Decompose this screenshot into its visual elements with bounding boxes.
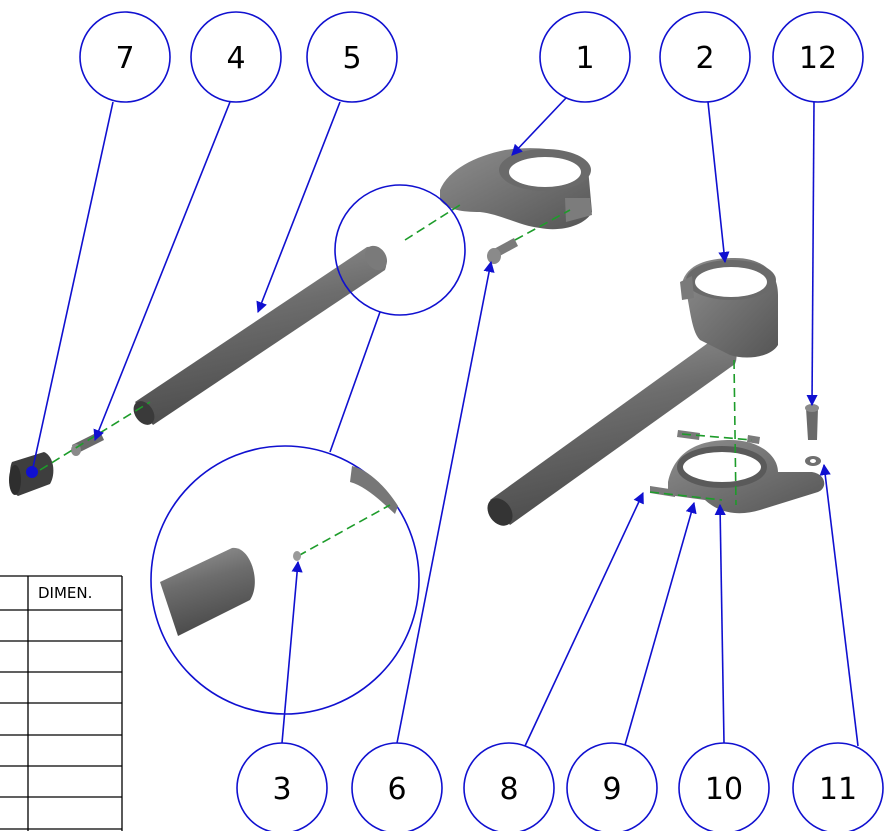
leader-line — [281, 560, 303, 744]
balloon-number: 6 — [387, 772, 406, 807]
balloon-circle — [566, 742, 658, 831]
balloon-number: 8 — [499, 772, 518, 807]
clamp-body-right — [680, 258, 778, 358]
balloon-1: 1 — [511, 11, 631, 156]
balloon-4: 4 — [93, 11, 282, 442]
bar-end-bolt — [71, 431, 104, 456]
balloon-11: 11 — [792, 463, 884, 831]
leader-line — [93, 101, 231, 442]
balloon-5: 5 — [256, 11, 398, 314]
balloon-number: 5 — [342, 41, 361, 76]
balloon-6: 6 — [351, 260, 495, 831]
handlebar-tube-right — [487, 337, 737, 526]
balloon-8: 8 — [463, 491, 644, 831]
balloon-number: 10 — [705, 772, 743, 807]
balloon-3: 3 — [236, 560, 328, 831]
balloon-circle — [79, 11, 171, 103]
mounting-bracket — [668, 440, 825, 514]
balloon-circle — [306, 11, 398, 103]
balloon-number: 9 — [602, 772, 621, 807]
balloon-number: 7 — [115, 41, 134, 76]
balloon-12: 12 — [772, 11, 864, 407]
detail-callout — [329, 184, 466, 453]
balloon-circle — [539, 11, 631, 103]
balloon-number: 12 — [799, 41, 837, 76]
balloon-circle — [772, 11, 864, 103]
leader-line — [624, 501, 697, 746]
balloon-9: 9 — [566, 501, 697, 831]
balloon-circle — [792, 742, 884, 831]
leader-line — [524, 491, 644, 747]
balloon-circle — [351, 742, 443, 831]
assembly-centerlines — [39, 204, 753, 506]
handlebar-tube-left — [133, 245, 388, 425]
balloon-circle — [678, 742, 770, 831]
balloon-number: 1 — [575, 41, 594, 76]
table-header-dimension: DIMEN. — [38, 584, 92, 602]
leader-line — [806, 101, 818, 407]
balloon-circle — [236, 742, 328, 831]
balloon-number: 3 — [272, 772, 291, 807]
leader-line — [819, 463, 859, 747]
leader-line — [256, 101, 341, 314]
leader-line — [714, 503, 726, 744]
balloon-circle — [190, 11, 282, 103]
parts-table: DIMEN. — [0, 575, 123, 831]
balloon-number: 11 — [819, 772, 857, 807]
leader-line — [31, 101, 114, 473]
balloon-circle — [659, 11, 751, 103]
balloon-circle — [463, 742, 555, 831]
clamp-screw — [487, 238, 518, 264]
leader-line — [396, 260, 495, 744]
balloon-7: 7 — [26, 11, 171, 478]
bracket-bolt — [805, 404, 819, 440]
balloon-number: 2 — [695, 41, 714, 76]
leader-dot — [26, 466, 38, 478]
washer — [805, 456, 821, 466]
detail-view — [150, 445, 420, 715]
leader-line — [511, 97, 567, 156]
balloon-number: 4 — [226, 41, 245, 76]
balloon-2: 2 — [659, 11, 751, 264]
leader-line — [707, 101, 730, 264]
clamp-body-left — [440, 148, 592, 230]
balloon-10: 10 — [678, 503, 770, 831]
